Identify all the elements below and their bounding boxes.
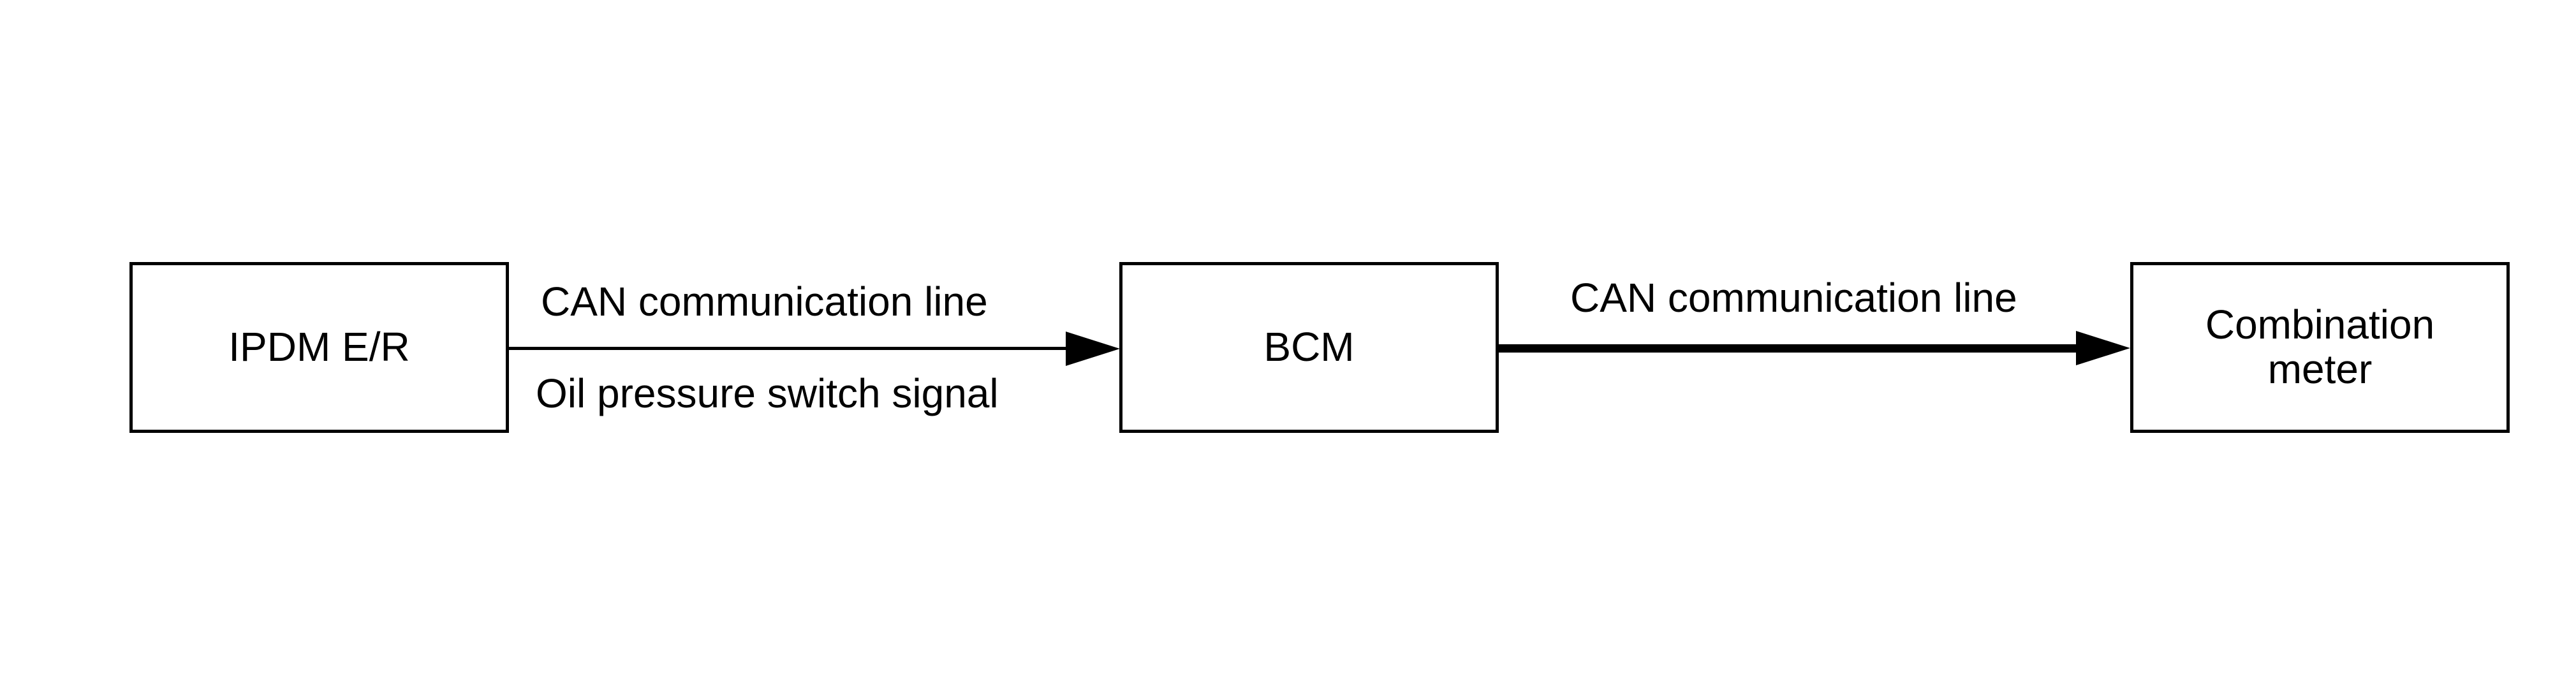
node-bcm-label: BCM: [1263, 324, 1355, 370]
node-ipdm-er: IPDM E/R: [129, 262, 509, 433]
node-combination-meter-label: Combination meter: [2205, 302, 2435, 392]
arrow-bcm-to-meter-shaft: [1498, 344, 2077, 353]
edge-label-can-line-1: CAN communication line: [541, 279, 988, 325]
node-bcm: BCM: [1119, 262, 1499, 433]
node-combination-meter: Combination meter: [2130, 262, 2510, 433]
arrow-ipdm-to-bcm-arrowhead-icon: [1066, 332, 1120, 366]
edge-label-can-line-2: CAN communication line: [1570, 275, 2017, 321]
edge-label-oil-pressure-switch-signal: Oil pressure switch signal: [536, 370, 999, 416]
arrow-bcm-to-meter-arrowhead-icon: [2076, 331, 2130, 365]
arrow-ipdm-to-bcm-shaft: [509, 347, 1066, 350]
node-ipdm-er-label: IPDM E/R: [228, 324, 410, 370]
